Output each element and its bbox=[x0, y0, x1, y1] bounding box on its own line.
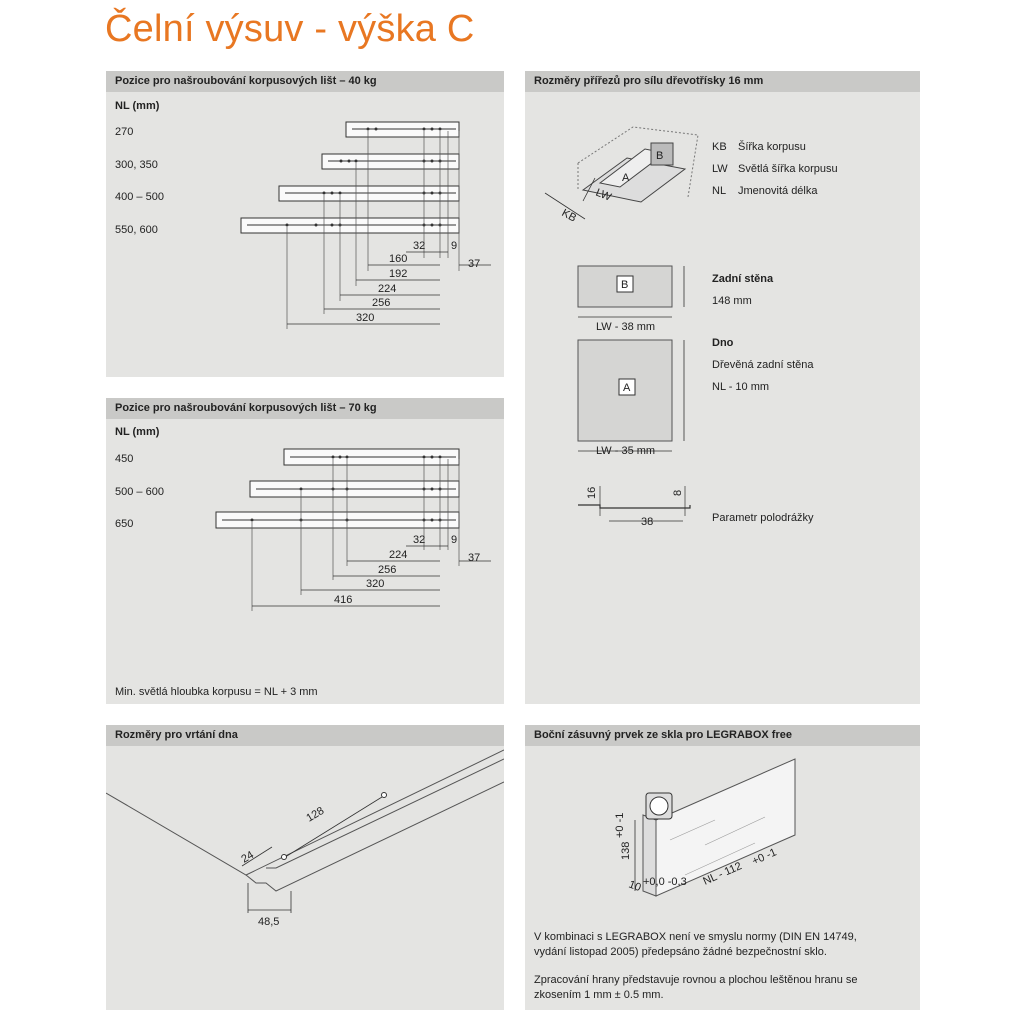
label-a: A bbox=[622, 172, 630, 184]
bottom-title: Dno bbox=[712, 337, 734, 349]
nl-row: 270 bbox=[115, 126, 134, 138]
nl-row: 650 bbox=[115, 518, 134, 530]
dim-label: 320 bbox=[366, 578, 384, 590]
panel-header: Boční zásuvný prvek ze skla pro LEGRABOX… bbox=[525, 725, 920, 746]
bottom-letter: A bbox=[623, 382, 631, 394]
dim-48: 48,5 bbox=[258, 916, 279, 928]
back-wall-letter: B bbox=[621, 279, 628, 291]
panel-header: Pozice pro našroubování korpusových lišt… bbox=[106, 398, 504, 419]
profile-38: 38 bbox=[641, 516, 653, 528]
bottom-width: LW - 35 mm bbox=[596, 445, 655, 457]
dim-label: 256 bbox=[378, 564, 396, 576]
bottom-line2: NL - 10 mm bbox=[712, 381, 770, 393]
glass-height-tol: +0 -1 bbox=[614, 813, 626, 838]
dim-label: 224 bbox=[378, 283, 396, 295]
page-title: Čelní výsuv - výška C bbox=[105, 8, 475, 50]
profile-8: 8 bbox=[672, 490, 684, 496]
dim-label: 37 bbox=[468, 258, 480, 270]
legend-code: NL bbox=[712, 185, 727, 197]
legend-text: Šířka korpusu bbox=[738, 141, 806, 153]
legend-text: Jmenovitá délka bbox=[738, 185, 818, 197]
legend-text: Světlá šířka korpusu bbox=[738, 163, 838, 175]
panel-header: Rozměry pro vrtání dna bbox=[106, 725, 504, 746]
drawer-box-drawing: B A LW KB B LW - 38 mm A LW - 35 mm 16 8… bbox=[544, 126, 699, 528]
dim-label: 160 bbox=[389, 253, 407, 265]
panel-cut-dimensions: Rozměry přířezů pro sílu dřevotřísky 16 … bbox=[525, 71, 920, 704]
panel-header: Rozměry přířezů pro sílu dřevotřísky 16 … bbox=[525, 71, 920, 92]
glass-thickness: 10 bbox=[627, 879, 643, 894]
label-lw: LW bbox=[594, 187, 614, 204]
glass-height: 138 bbox=[620, 842, 632, 860]
glass-note-2: Zpracování hrany představuje rovnou a pl… bbox=[534, 974, 858, 1001]
bottom-line1: Dřevěná zadní stěna bbox=[712, 359, 814, 371]
label-b: B bbox=[656, 150, 663, 162]
nl-row: 450 bbox=[115, 453, 134, 465]
glass-thickness-tol: +0,0 -0,3 bbox=[643, 876, 687, 888]
panel-drilling: Rozměry pro vrtání dna 128 24 48,5 bbox=[106, 725, 504, 1010]
nl-label: NL (mm) bbox=[115, 426, 160, 438]
dim-128: 128 bbox=[304, 805, 326, 825]
dim-label: 320 bbox=[356, 312, 374, 324]
dim-24: 24 bbox=[239, 849, 256, 866]
min-depth-note: Min. světlá hloubka korpusu = NL + 3 mm bbox=[115, 686, 318, 698]
back-wall-title: Zadní stěna bbox=[712, 273, 774, 285]
dim-label: 37 bbox=[468, 552, 480, 564]
back-wall-height: 148 mm bbox=[712, 295, 752, 307]
panel-header: Pozice pro našroubování korpusových lišt… bbox=[106, 71, 504, 92]
label-kb: KB bbox=[560, 207, 579, 224]
profile-16: 16 bbox=[586, 487, 598, 499]
dim-label: 224 bbox=[389, 549, 407, 561]
nl-row: 550, 600 bbox=[115, 224, 158, 236]
dim-label: 32 bbox=[413, 240, 425, 252]
drilling-diagram: 128 24 48,5 bbox=[106, 749, 504, 928]
dim-label: 192 bbox=[389, 268, 407, 280]
glass-note-1: V kombinaci s LEGRABOX není ve smyslu no… bbox=[534, 931, 857, 958]
runner-diagram-70kg: 32 9 224 37 256 320 416 bbox=[215, 448, 491, 611]
legend-code: LW bbox=[712, 163, 728, 175]
nl-row: 500 – 600 bbox=[115, 486, 164, 498]
legend-code: KB bbox=[712, 141, 727, 153]
panel-40kg: Pozice pro našroubování korpusových lišt… bbox=[106, 71, 504, 377]
nl-row: 400 – 500 bbox=[115, 191, 164, 203]
glass-element-diagram: 138 +0 -1 NL - 112 +0 -1 10 +0,0 -0,3 bbox=[614, 758, 796, 897]
dim-label: 32 bbox=[413, 534, 425, 546]
dim-label: 9 bbox=[451, 240, 457, 252]
dim-label: 9 bbox=[451, 534, 457, 546]
panel-70kg: Pozice pro našroubování korpusových lišt… bbox=[106, 398, 504, 704]
nl-row: 300, 350 bbox=[115, 159, 158, 171]
nl-label: NL (mm) bbox=[115, 100, 160, 112]
panel-glass-element: Boční zásuvný prvek ze skla pro LEGRABOX… bbox=[525, 725, 920, 1010]
dim-label: 416 bbox=[334, 594, 352, 606]
back-wall-width: LW - 38 mm bbox=[596, 321, 655, 333]
runner-diagram-40kg: 32 9 160 37 192 224 256 320 bbox=[240, 121, 491, 329]
dim-label: 256 bbox=[372, 297, 390, 309]
profile-label: Parametr polodrážky bbox=[712, 512, 814, 524]
